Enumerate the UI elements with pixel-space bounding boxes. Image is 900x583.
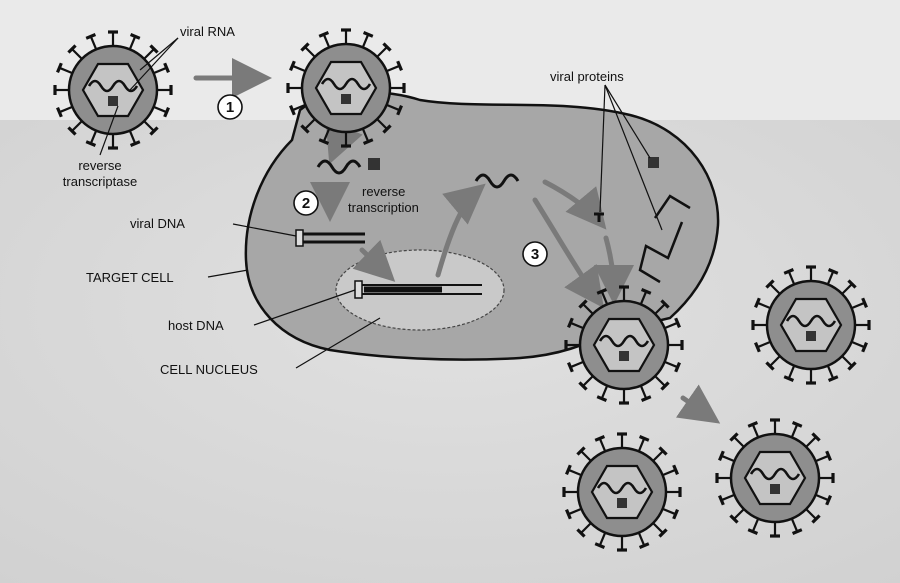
reverse-transcriptase [341, 94, 351, 104]
step-3-number: 3 [531, 246, 539, 263]
label-target-cell: TARGET CELL [86, 270, 174, 285]
released-virion-bottom-left [564, 434, 680, 550]
reverse-transcriptase [806, 331, 816, 341]
label-reverse-transcriptase-2: transcriptase [63, 174, 137, 189]
step-3-marker: 3 [523, 242, 547, 266]
reverse-transcriptase-enzyme [368, 158, 380, 170]
released-virion-bottom-right [717, 420, 833, 536]
reverse-transcriptase [619, 351, 629, 361]
step-2-number: 2 [302, 195, 310, 212]
step-2-marker: 2 [294, 191, 318, 215]
step-1-marker: 1 [218, 95, 242, 119]
label-host-dna: host DNA [168, 318, 224, 333]
budding-virion [566, 287, 682, 403]
label-reverse-transcription-2: transcription [348, 200, 419, 215]
label-viral-proteins: viral proteins [550, 69, 624, 84]
label-reverse-transcriptase-1: reverse [78, 158, 121, 173]
label-viral-dna: viral DNA [130, 216, 185, 231]
entering-virion [288, 30, 404, 146]
released-virion-right [753, 267, 869, 383]
reverse-transcriptase [770, 484, 780, 494]
step-1-number: 1 [226, 99, 234, 116]
reverse-transcriptase [617, 498, 627, 508]
label-cell-nucleus: CELL NUCLEUS [160, 362, 258, 377]
reverse-transcriptase [108, 96, 118, 106]
viral-protein-square [648, 157, 659, 168]
free-virion [55, 32, 171, 148]
label-viral-rna: viral RNA [180, 24, 235, 39]
label-reverse-transcription-1: reverse [362, 184, 405, 199]
